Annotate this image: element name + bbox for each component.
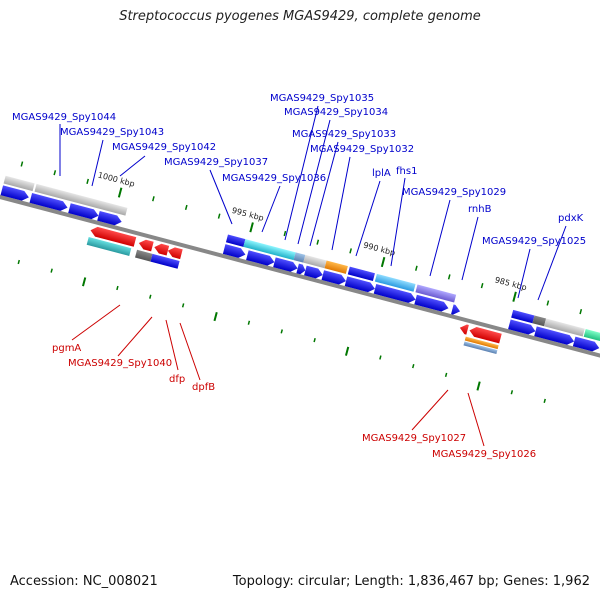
genome-track: 1000 kbp 995 kbp 990 kbp 985 kbp bbox=[0, 161, 600, 404]
genome-title: Streptococcus pyogenes MGAS9429, complet… bbox=[119, 9, 481, 24]
gene-label[interactable]: MGAS9429_Spy1029 bbox=[402, 187, 506, 198]
gene-label[interactable]: dpfB bbox=[192, 382, 215, 393]
gene-arrow bbox=[167, 247, 183, 260]
gene-label[interactable]: MGAS9429_Spy1044 bbox=[12, 112, 116, 123]
gene-arrow bbox=[68, 203, 99, 220]
gene-label[interactable]: MGAS9429_Spy1027 bbox=[362, 433, 466, 444]
gene-arrows-plus bbox=[0, 185, 600, 352]
gene-arrow bbox=[572, 336, 600, 352]
gene-labels-minus: pgmA MGAS9429_Spy1040 dfp dpfB MGAS9429_… bbox=[52, 343, 536, 460]
gene-arrow bbox=[304, 265, 323, 279]
gene-arrow bbox=[508, 319, 536, 335]
gene-label[interactable]: MGAS9429_Spy1032 bbox=[310, 144, 414, 155]
gene-label[interactable]: MGAS9429_Spy1042 bbox=[112, 142, 216, 153]
scale-label-990: 990 kbp bbox=[362, 241, 396, 258]
gene-arrow bbox=[138, 239, 154, 252]
scale-label-995: 995 kbp bbox=[231, 206, 265, 223]
gene-arrow bbox=[0, 185, 29, 201]
gene-arrow bbox=[273, 257, 298, 272]
gene-label[interactable]: MGAS9429_Spy1040 bbox=[68, 358, 172, 369]
gene-arrow bbox=[344, 276, 375, 293]
feature-bars-minus bbox=[86, 236, 499, 355]
gene-arrow bbox=[246, 250, 275, 266]
gene-label[interactable]: MGAS9429_Spy1036 bbox=[222, 173, 326, 184]
gene-label[interactable]: pdxK bbox=[558, 213, 584, 224]
gene-arrow bbox=[29, 193, 68, 211]
gene-label[interactable]: fhs1 bbox=[396, 166, 417, 177]
gene-label[interactable]: lplA bbox=[372, 168, 391, 179]
gene-label[interactable]: MGAS9429_Spy1025 bbox=[482, 236, 586, 247]
gene-label[interactable]: MGAS9429_Spy1026 bbox=[432, 449, 536, 460]
gene-arrow bbox=[414, 294, 449, 312]
gene-label[interactable]: pgmA bbox=[52, 343, 81, 354]
gene-arrows-minus bbox=[90, 226, 502, 344]
gene-label[interactable]: MGAS9429_Spy1037 bbox=[164, 157, 268, 168]
gene-arrow bbox=[97, 210, 122, 226]
accession-label: Accession: NC_008021 bbox=[10, 574, 158, 589]
gene-arrow bbox=[373, 284, 416, 303]
gene-arrow bbox=[222, 244, 246, 258]
genome-backbone bbox=[0, 189, 600, 363]
gene-arrow bbox=[534, 326, 575, 345]
gene-label[interactable]: MGAS9429_Spy1033 bbox=[292, 129, 396, 140]
scale-label-1000: 1000 kbp bbox=[97, 170, 136, 188]
gene-label[interactable]: MGAS9429_Spy1035 bbox=[270, 93, 374, 104]
gene-arrow bbox=[154, 243, 170, 256]
gene-arrow bbox=[451, 304, 461, 315]
gene-label[interactable]: MGAS9429_Spy1043 bbox=[60, 127, 164, 138]
feature-bars-plus bbox=[3, 175, 600, 342]
gene-arrow bbox=[469, 327, 502, 344]
genome-summary: Topology: circular; Length: 1,836,467 bp… bbox=[232, 574, 590, 589]
outer-ticks bbox=[20, 161, 583, 315]
gene-label[interactable]: dfp bbox=[169, 374, 185, 385]
gene-arrow bbox=[90, 226, 137, 247]
label-leaders-plus bbox=[59, 105, 567, 301]
label-leaders-minus bbox=[71, 304, 485, 447]
gene-label[interactable]: rnhB bbox=[468, 204, 492, 215]
gene-labels-plus: MGAS9429_Spy1044 MGAS9429_Spy1043 MGAS94… bbox=[12, 93, 586, 247]
gene-arrow bbox=[321, 270, 346, 285]
inner-ticks bbox=[17, 259, 546, 404]
gene-label[interactable]: MGAS9429_Spy1034 bbox=[284, 107, 388, 118]
gene-arrow bbox=[296, 263, 306, 275]
gene-arrow bbox=[459, 324, 469, 335]
